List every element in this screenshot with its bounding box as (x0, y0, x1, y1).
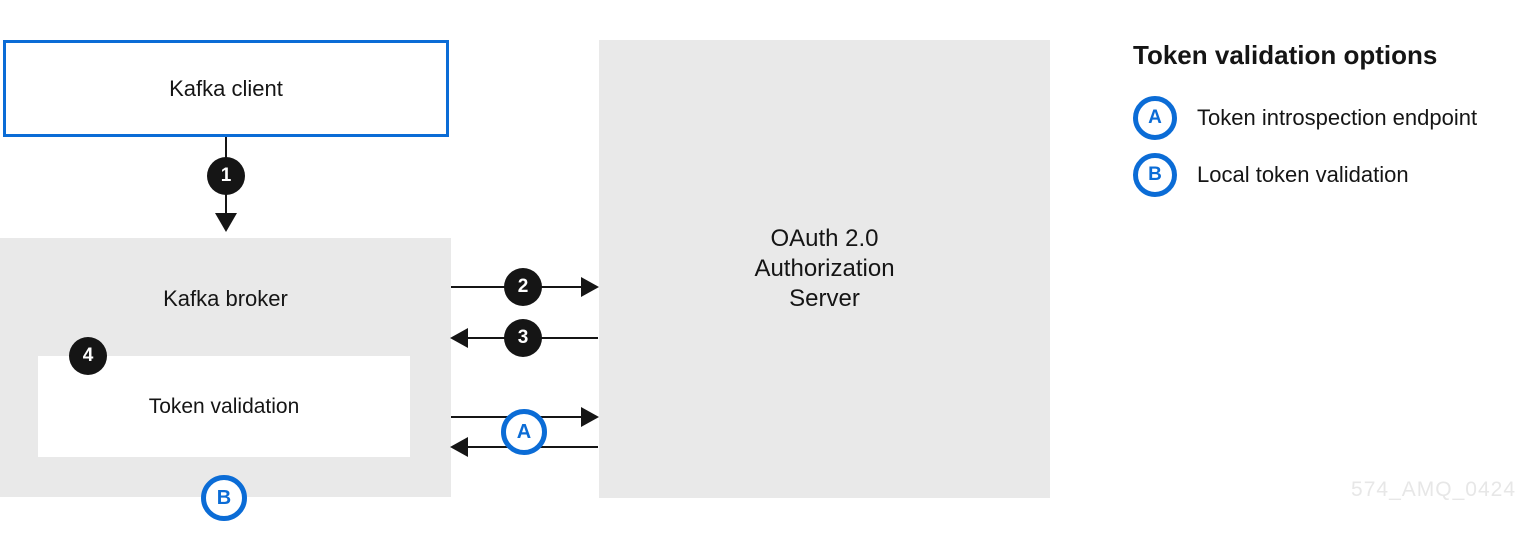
kafka-client-box: Kafka client (3, 40, 449, 137)
arrow-step3-head (450, 328, 468, 348)
step-2-badge: 2 (504, 268, 542, 306)
legend-item-local-validation: B Local token validation (1133, 153, 1409, 197)
step-1-label: 1 (220, 165, 232, 186)
option-b-badge: B (201, 475, 247, 521)
oauth-server-line1: OAuth 2.0 (770, 225, 879, 252)
step-4-badge: 4 (69, 337, 107, 375)
arrow-client-to-broker-head (215, 213, 237, 232)
arrow-option-a-out-head (581, 407, 599, 427)
oauth-server-box: OAuth 2.0 Authorization Server (599, 40, 1050, 498)
legend-option-a-letter: A (1148, 107, 1162, 128)
token-validation-box: Token validation (38, 356, 410, 457)
step-3-badge: 3 (504, 319, 542, 357)
legend-title: Token validation options (1133, 40, 1438, 70)
kafka-client-label: Kafka client (169, 75, 283, 101)
step-1-badge: 1 (207, 157, 245, 195)
legend-option-a-label: Token introspection endpoint (1197, 105, 1478, 130)
legend-option-b-label: Local token validation (1197, 162, 1409, 187)
legend-option-a-badge: A (1133, 96, 1177, 140)
arrow-step2-head (581, 277, 599, 297)
option-a-label: A (516, 420, 532, 443)
legend-option-b-letter: B (1148, 164, 1162, 185)
oauth-server-line3: Server (789, 285, 860, 312)
kafka-broker-label: Kafka broker (163, 286, 288, 311)
option-b-label: B (216, 486, 232, 509)
oauth-server-line2: Authorization (754, 255, 895, 282)
arrow-option-a-return-head (450, 437, 468, 457)
step-4-label: 4 (82, 345, 94, 366)
step-3-label: 3 (517, 327, 529, 348)
oauth-server-label: OAuth 2.0 Authorization Server (754, 224, 894, 314)
watermark-text: 574_AMQ_0424 (1351, 478, 1516, 501)
option-a-badge: A (501, 409, 547, 455)
legend-item-token-introspection: A Token introspection endpoint (1133, 96, 1477, 140)
legend-option-b-badge: B (1133, 153, 1177, 197)
step-2-label: 2 (517, 276, 529, 297)
token-validation-label: Token validation (148, 394, 300, 418)
